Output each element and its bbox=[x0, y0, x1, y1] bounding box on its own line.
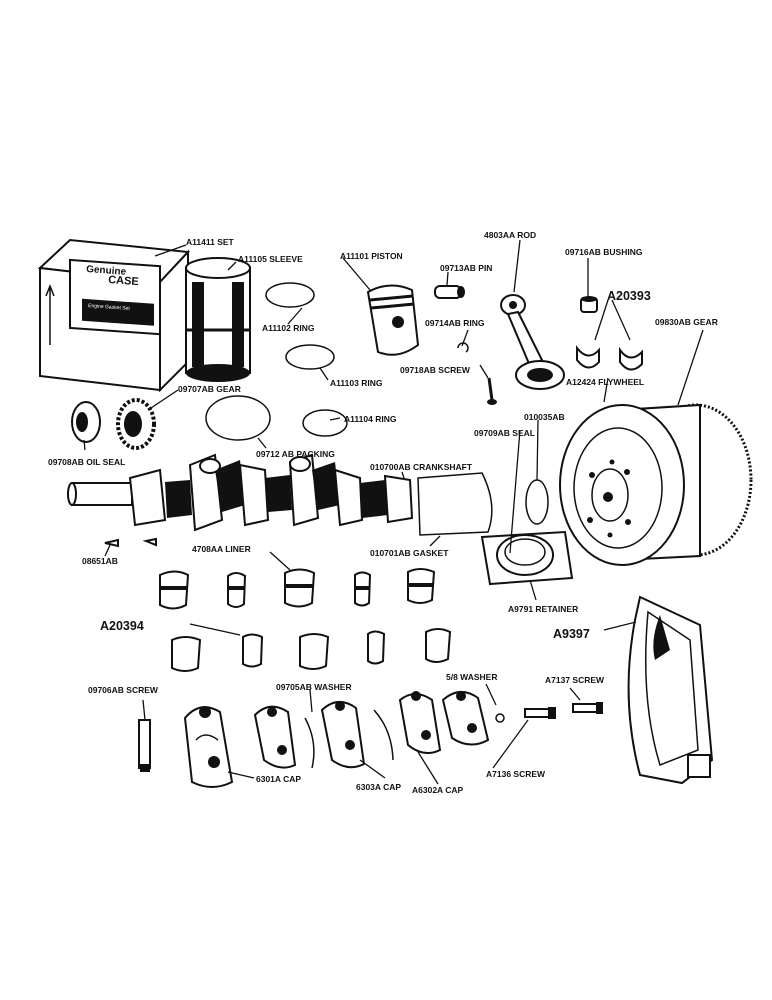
thrust-washer-part-b bbox=[373, 709, 394, 761]
main-bearing-liners-lower bbox=[171, 628, 452, 672]
label-key: 08651AB bbox=[82, 556, 118, 566]
main-bearing-liners bbox=[159, 568, 436, 610]
label-ring-09714: 09714AB RING bbox=[425, 318, 485, 328]
cap-end-part bbox=[441, 691, 490, 746]
label-ring-a11102: A11102 RING bbox=[262, 323, 315, 333]
label-ring-a11103: A11103 RING bbox=[330, 378, 383, 388]
flywheel-part bbox=[559, 403, 753, 566]
label-packing: 09712 AB PACKING bbox=[256, 449, 335, 459]
label-retainer: A9791 RETAINER bbox=[508, 604, 578, 614]
label-screw-a7137: A7137 SCREW bbox=[545, 675, 605, 685]
label-gear-09707: 09707AB GEAR bbox=[178, 384, 241, 394]
ring-a11102-part bbox=[265, 282, 315, 308]
label-ring-a11104: A11104 RING bbox=[344, 414, 397, 424]
label-seal-09709: 09709AB SEAL bbox=[474, 428, 535, 438]
bushing-part bbox=[580, 296, 598, 313]
sleeve-part bbox=[185, 257, 251, 382]
connecting-rod-part bbox=[500, 294, 565, 390]
label-a20393: A20393 bbox=[607, 289, 651, 303]
label-cap-6301: 6301A CAP bbox=[256, 774, 301, 784]
label-bushing: 09716AB BUSHING bbox=[565, 247, 643, 257]
piston-part bbox=[366, 284, 420, 356]
leader-lines bbox=[83, 239, 704, 785]
label-rod: 4803AA ROD bbox=[484, 230, 536, 240]
rod-bearing-part bbox=[576, 345, 643, 371]
thrust-washer-part-a bbox=[304, 717, 315, 769]
label-screw-09706: 09706AB SCREW bbox=[88, 685, 159, 695]
gasket-part bbox=[417, 472, 493, 536]
cap-6303-part-a bbox=[253, 705, 297, 769]
cap-6301-part bbox=[183, 706, 234, 788]
cap-6303-part-b bbox=[320, 701, 366, 769]
label-cap-a6302: A6302A CAP bbox=[412, 785, 464, 795]
ring-a11104-part bbox=[302, 409, 348, 437]
key-part bbox=[104, 538, 119, 548]
label-piston: A11101 PISTON bbox=[340, 251, 403, 261]
timing-gear-part bbox=[116, 398, 156, 450]
key-part-2 bbox=[142, 537, 157, 547]
oil-seal-part bbox=[71, 401, 101, 443]
label-liner: 4708AA LINER bbox=[192, 544, 251, 554]
label-a20394: A20394 bbox=[100, 619, 144, 633]
crankshaft-part bbox=[67, 453, 414, 532]
gasket-set-box: Genuine CASE Engine Gasket Set bbox=[37, 238, 191, 393]
screw-a7137-part bbox=[572, 702, 603, 714]
label-set: A11411 SET bbox=[186, 237, 235, 247]
label-crankshaft: 010700AB CRANKSHAFT bbox=[370, 462, 473, 472]
label-oil-seal: 09708AB OIL SEAL bbox=[48, 457, 125, 467]
cap-a6302-part bbox=[398, 691, 442, 755]
label-washer-small: 5/8 WASHER bbox=[446, 672, 498, 682]
seal-010035-part bbox=[525, 479, 549, 525]
label-sleeve: A11105 SLEEVE bbox=[238, 254, 303, 264]
label-a9397: A9397 bbox=[553, 627, 590, 641]
screw-09706-part bbox=[138, 719, 151, 772]
ring-a11103-part bbox=[285, 344, 335, 370]
box-brand-line1: Genuine bbox=[86, 264, 127, 278]
rod-screw-part bbox=[487, 377, 497, 405]
ring-09714-part bbox=[457, 342, 469, 353]
label-gasket: 010701AB GASKET bbox=[370, 548, 449, 558]
label-screw-a7136: A7136 SCREW bbox=[486, 769, 546, 779]
pin-part bbox=[434, 285, 465, 299]
packing-ring-part bbox=[205, 395, 271, 441]
label-gear-large: 09830AB GEAR bbox=[655, 317, 718, 327]
label-screw-09718: 09718AB SCREW bbox=[400, 365, 471, 375]
label-cap-6303: 6303A CAP bbox=[356, 782, 401, 792]
screw-a7136-part bbox=[524, 707, 556, 719]
bell-housing-part bbox=[627, 595, 714, 785]
label-washer-09705: 09705AB WASHER bbox=[276, 682, 352, 692]
box-brand-line3: Engine Gasket Set bbox=[88, 303, 131, 312]
box-brand-line2: CASE bbox=[108, 274, 139, 288]
washer-small-part bbox=[495, 713, 505, 723]
retainer-part bbox=[480, 530, 574, 586]
label-seal-010035: 010035AB bbox=[524, 412, 565, 422]
label-pin: 09713AB PIN bbox=[440, 263, 492, 273]
label-flywheel: A12424 FLYWHEEL bbox=[566, 377, 644, 387]
